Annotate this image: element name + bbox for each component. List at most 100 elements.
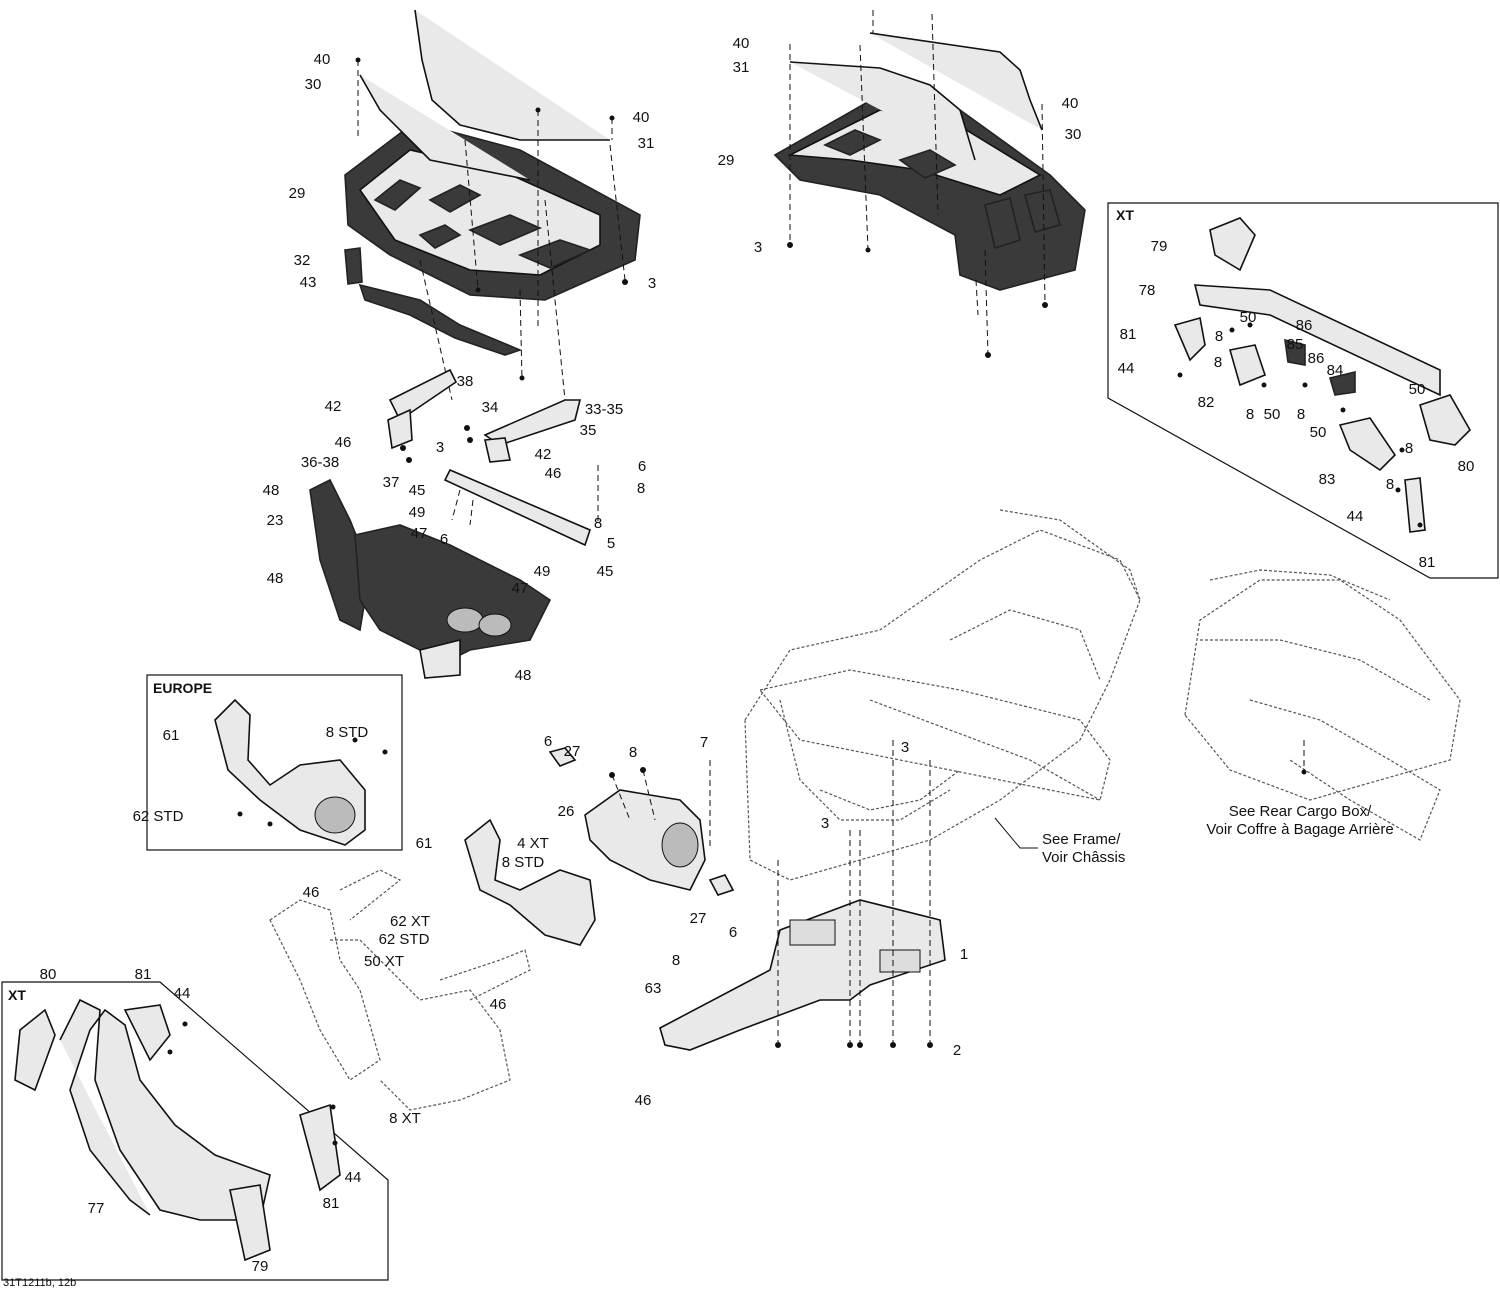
callout-37: 37 <box>383 474 400 491</box>
callout-49: 49 <box>534 563 551 580</box>
callout-40: 40 <box>1062 95 1079 112</box>
rear-rack <box>773 32 1086 291</box>
callout-34: 34 <box>482 399 499 416</box>
frame-ghost <box>744 509 1141 881</box>
callout-8: 8 <box>1214 354 1222 371</box>
front-rack-rails <box>359 9 610 181</box>
callout-44: 44 <box>174 985 191 1002</box>
callout-85: 85 <box>1287 336 1304 353</box>
note-frame-line2: Voir Châssis <box>1042 849 1125 866</box>
callout-62-xt: 62 XT <box>390 913 430 930</box>
rear-rack-hardware <box>787 10 1048 358</box>
front-rack-hardware <box>355 57 628 401</box>
front-grille <box>344 247 523 356</box>
callout-50: 50 <box>1409 381 1426 398</box>
callout-50-xt: 50 XT <box>364 953 404 970</box>
note-see-rear-cargo: See Rear Cargo Box/ Voir Coffre à Bagage… <box>1206 803 1393 838</box>
callout-3: 3 <box>821 815 829 832</box>
callout-47: 47 <box>512 580 529 597</box>
callout-61: 61 <box>416 835 433 852</box>
callout-23: 23 <box>267 512 284 529</box>
callout-43: 43 <box>300 274 317 291</box>
front-lower-panel <box>548 747 735 896</box>
callout-8: 8 <box>594 515 602 532</box>
callout-81: 81 <box>323 1195 340 1212</box>
callout-47: 47 <box>411 525 428 542</box>
callout-80: 80 <box>40 966 57 983</box>
callout-8: 8 <box>629 744 637 761</box>
europe-box-title: EUROPE <box>153 680 212 696</box>
callout-2: 2 <box>953 1042 961 1059</box>
callout-8-xt: 8 XT <box>389 1110 421 1127</box>
callout-50: 50 <box>1240 309 1257 326</box>
callout-86: 86 <box>1308 350 1325 367</box>
callout-31: 31 <box>733 59 750 76</box>
callout-50: 50 <box>1264 406 1281 423</box>
callout-8-std: 8 STD <box>502 854 545 871</box>
callout-8: 8 <box>1386 476 1394 493</box>
front-brackets <box>387 368 599 547</box>
callout-8: 8 <box>1215 328 1223 345</box>
callout-48: 48 <box>263 482 280 499</box>
xt-box-top-title: XT <box>1116 207 1134 223</box>
callout-42: 42 <box>535 446 552 463</box>
note-cargo-line1: See Rear Cargo Box/ <box>1229 803 1372 820</box>
callout-27: 27 <box>564 743 581 760</box>
callout-29: 29 <box>718 152 735 169</box>
callout-40: 40 <box>633 109 650 126</box>
guard-61 <box>464 818 596 946</box>
callout-62-std: 62 STD <box>133 808 184 825</box>
callout-79: 79 <box>252 1258 269 1275</box>
callout-40: 40 <box>733 35 750 52</box>
callout-27: 27 <box>690 910 707 927</box>
europe-box: EUROPE <box>146 674 403 851</box>
callout-30: 30 <box>305 76 322 93</box>
callout-61: 61 <box>163 727 180 744</box>
callout-81: 81 <box>1419 554 1436 571</box>
callout-48: 48 <box>515 667 532 684</box>
callout-8: 8 <box>672 952 680 969</box>
callout-38: 38 <box>457 373 474 390</box>
callout-6: 6 <box>440 531 448 548</box>
callout-4-xt: 4 XT <box>517 835 549 852</box>
callout-79: 79 <box>1151 238 1168 255</box>
callout-44: 44 <box>345 1169 362 1186</box>
callout-86: 86 <box>1296 317 1313 334</box>
skid-plate <box>659 740 946 1051</box>
callout-3: 3 <box>754 239 762 256</box>
callout-63: 63 <box>645 980 662 997</box>
callout-1: 1 <box>960 946 968 963</box>
callout-46: 46 <box>635 1092 652 1109</box>
callout-49: 49 <box>409 504 426 521</box>
callout-46: 46 <box>545 465 562 482</box>
callout-29: 29 <box>289 185 306 202</box>
callout-3: 3 <box>901 739 909 756</box>
drawing-id: 31T1211b, 12b <box>3 1277 76 1289</box>
callout-81: 81 <box>1120 326 1137 343</box>
callout-62-std: 62 STD <box>379 931 430 948</box>
callout-40: 40 <box>314 51 331 68</box>
callout-84: 84 <box>1327 362 1344 379</box>
callout-7: 7 <box>700 734 708 751</box>
xt-box-bottom: XT <box>1 981 389 1281</box>
callout-46: 46 <box>490 996 507 1013</box>
front-bumper-ghost <box>269 869 531 1111</box>
callout-26: 26 <box>558 803 575 820</box>
callout-46: 46 <box>335 434 352 451</box>
rear-cargo-ghost <box>1184 569 1461 841</box>
xt-box-bottom-title: XT <box>8 987 26 1003</box>
front-fascia <box>309 478 552 679</box>
callout-78: 78 <box>1139 282 1156 299</box>
note-see-frame: See Frame/ Voir Châssis <box>994 817 1125 866</box>
callout-8: 8 <box>1246 406 1254 423</box>
callout-6: 6 <box>729 924 737 941</box>
callout-6: 6 <box>544 733 552 750</box>
callout-35: 35 <box>580 422 597 439</box>
callout-45: 45 <box>409 482 426 499</box>
callout-6: 6 <box>638 458 646 475</box>
callout-33-35: 33-35 <box>585 401 623 418</box>
callout-3: 3 <box>648 275 656 292</box>
callout-32: 32 <box>294 252 311 269</box>
